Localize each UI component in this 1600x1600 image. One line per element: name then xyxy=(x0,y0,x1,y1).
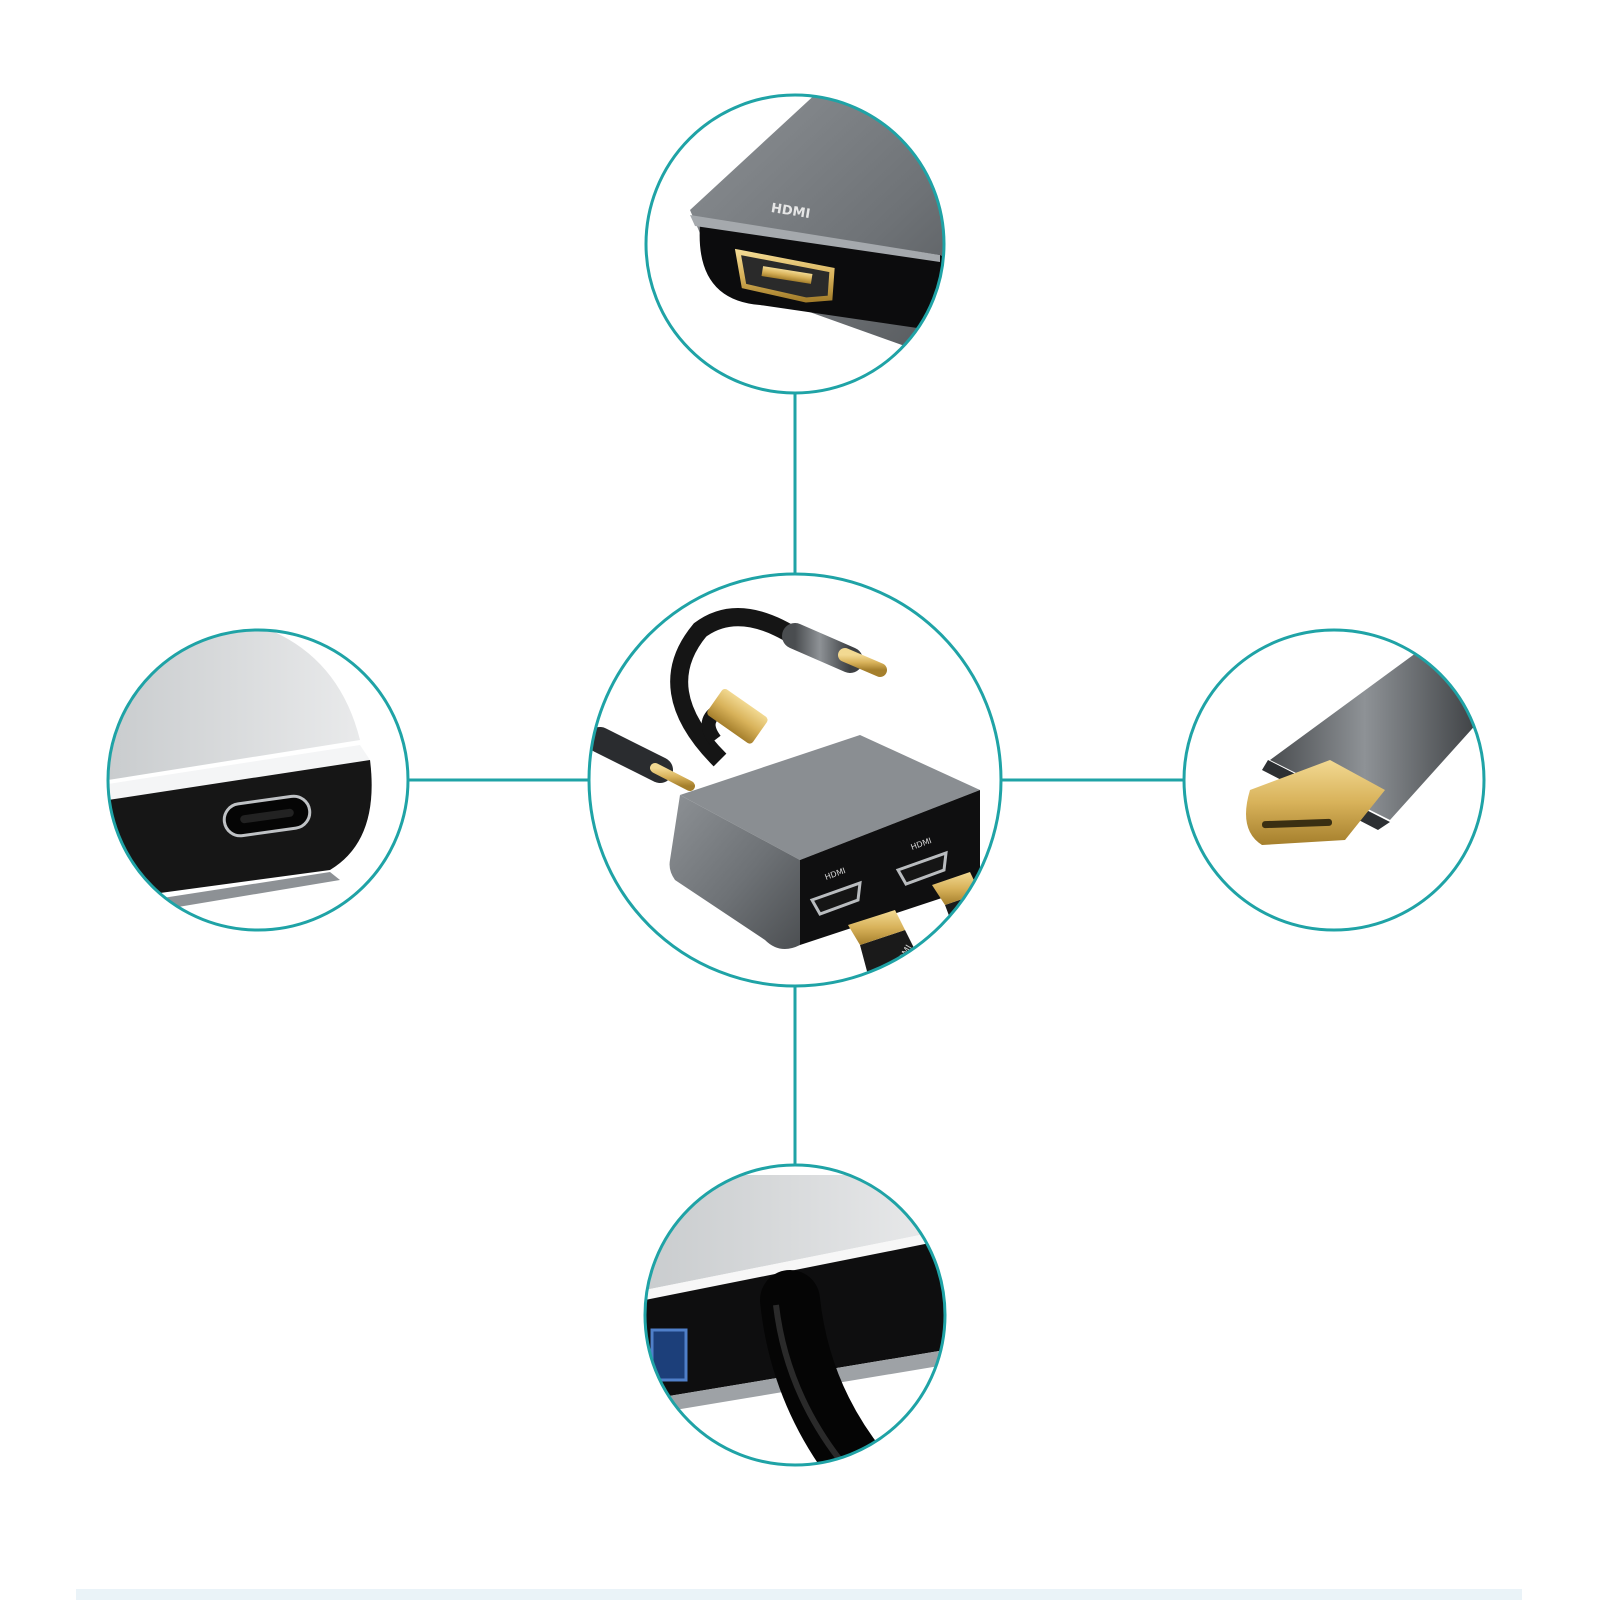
usb-c-port-icon xyxy=(222,794,312,838)
bottom-band xyxy=(76,1589,1522,1600)
adapter-product-photo: HDMI HDMI HDMI xyxy=(589,608,1000,986)
callout-usb-c-plug xyxy=(1182,628,1486,932)
cable-icon xyxy=(760,1270,890,1465)
hdmi-port-label: HDMI xyxy=(770,201,811,222)
callout-hdmi-port: HDMI xyxy=(644,93,946,395)
callout-adapter-product: HDMI HDMI HDMI xyxy=(587,572,1003,988)
callout-usb-c-port xyxy=(106,628,410,932)
connector-lines xyxy=(408,393,1184,1165)
hdmi-port-icon xyxy=(734,248,835,303)
hdmi-port-2-icon xyxy=(895,850,948,886)
usb-c-plug-icon xyxy=(1246,760,1385,845)
hdmi-port-1-icon xyxy=(809,880,862,916)
callout-usb-a-port xyxy=(643,1163,947,1467)
